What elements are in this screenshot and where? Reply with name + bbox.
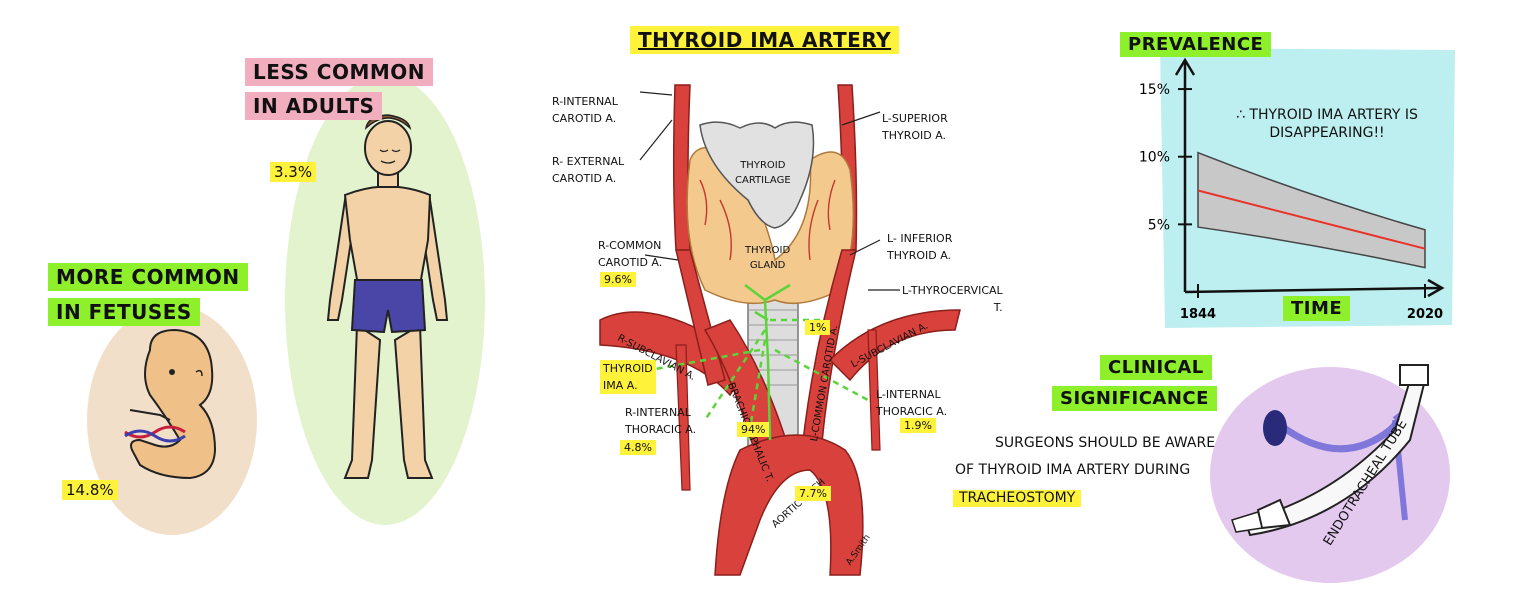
y-tick-label: 10%: [1139, 150, 1170, 166]
clinical-text-line2: of thyroid ima artery during: [955, 462, 1191, 478]
label-thyroid-cartilage: Thyroidcartilage: [735, 160, 791, 186]
chart-line-group: [1197, 189, 1426, 250]
pct-l-internal-thoracic: 1.9%: [900, 418, 936, 433]
thyroid-ima-artery: [744, 283, 791, 441]
chart-band-group: [1197, 151, 1426, 269]
label-r-external-carotid: R- Externalcarotid A.: [552, 155, 625, 185]
chart-tick-labels: 5% 10% 15% 1844 2020: [1139, 82, 1443, 322]
y-tick-label: 5%: [1148, 217, 1170, 233]
y-tick-label: 15%: [1139, 82, 1170, 98]
pct-aortic-arch: 7.7%: [795, 486, 831, 501]
thyroid-cartilage: [699, 121, 815, 229]
label-l-inferior-thyroid: L- InferiorThyroid A.: [887, 232, 953, 262]
clinical-highlight: tracheostomy: [953, 490, 1082, 507]
chart-axes: [1174, 57, 1445, 298]
aortic-arch: [714, 434, 864, 576]
adults-title-line2: in adults: [245, 92, 383, 120]
pct-r-common-carotid: 9.6%: [600, 272, 636, 287]
clinical-text-line1: Surgeons should be aware: [995, 435, 1216, 451]
fetuses-title-line1: More common: [48, 263, 248, 291]
fetuses-title-line2: in fetuses: [48, 298, 200, 326]
label-thyroid-gland: Thyroidgland: [745, 245, 791, 271]
fetuses-percent: 14.8%: [62, 480, 118, 500]
right-subclavian: [599, 311, 741, 397]
diagram-title: Thyroid ima artery: [630, 26, 900, 54]
confidence-band: [1197, 151, 1426, 269]
adults-title-line1: Less common: [245, 58, 434, 86]
label-r-common-carotid: R-Commoncarotid A.: [598, 239, 663, 269]
pct-r-internal-thoracic: 4.8%: [620, 440, 656, 455]
adults-percent: 3.3%: [270, 162, 317, 182]
label-l-internal-thoracic: L-InternalThoracic A.: [876, 388, 948, 418]
x-tick-label: 2020: [1407, 307, 1443, 322]
label-l-superior-thyroid: L-SuperiorThyroid A.: [882, 112, 948, 142]
label-r-internal-thoracic: R-InternalThoracic A.: [625, 406, 697, 436]
label-l-thyrocervical: L-ThyrocervicalT.: [902, 284, 1003, 314]
pct-brachiocephalic: 94%: [737, 422, 770, 437]
chart-ylabel: Prevalence: [1120, 32, 1272, 57]
pct-l-common-carotid: 1%: [805, 320, 831, 335]
chart-title: ∴ Thyroid ima artery is disappearing!!: [1236, 107, 1418, 141]
label-r-internal-carotid: R-Internalcarotid A.: [552, 95, 618, 125]
trend-line: [1197, 189, 1426, 250]
chart-ticks: [1178, 88, 1426, 298]
x-tick-label: 1844: [1180, 307, 1216, 322]
clinical-title-line1: Clinical: [1100, 355, 1212, 380]
chart-xlabel: Time: [1283, 296, 1351, 321]
label-thyroid-ima: Thyroidima A.: [600, 360, 656, 394]
clinical-title-line2: significance: [1052, 386, 1217, 411]
